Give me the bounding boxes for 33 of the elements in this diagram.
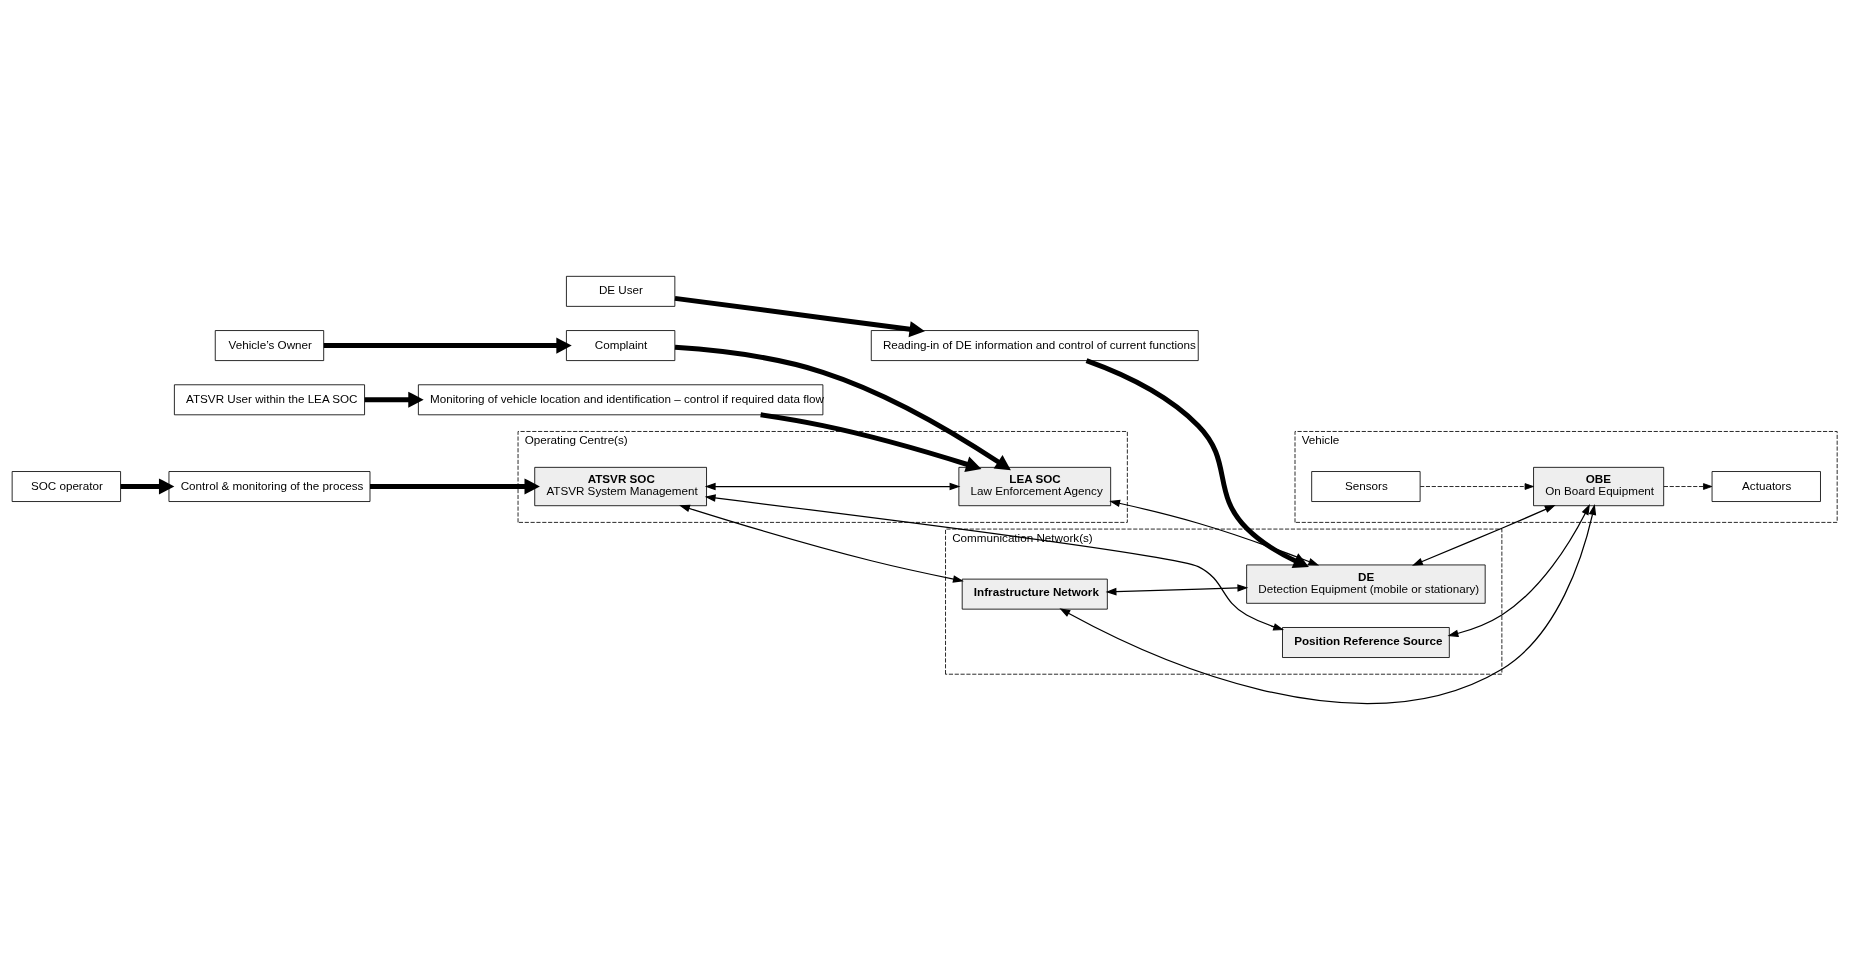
arrow <box>323 337 572 354</box>
node-box: SOC operator <box>11 470 121 502</box>
arrow <box>704 493 1285 630</box>
arrow <box>1663 482 1713 490</box>
arrow <box>1447 503 1590 637</box>
arrow <box>120 477 175 495</box>
node-box: OBE On Board Equipment <box>1533 466 1665 506</box>
arrow <box>1109 499 1320 566</box>
arrow <box>1059 503 1597 704</box>
arrow <box>364 391 424 408</box>
arrow <box>704 482 961 490</box>
arrow <box>1085 357 1309 568</box>
node-box: Reading-in of DE information and control of current functions <box>870 329 1199 361</box>
node-box: ATSVR User within the LEA SOC <box>173 383 365 415</box>
node-box: Position Reference Source <box>1282 626 1450 658</box>
arrow <box>679 504 964 583</box>
node-box: Control & monitoring of the process <box>168 470 371 502</box>
node-box: Vehicle’s Owner <box>214 329 325 361</box>
arrow <box>674 295 925 337</box>
arrow <box>674 344 1011 470</box>
node-box: Monitoring of vehicle location and identification – control if required data flow <box>417 383 824 415</box>
arrow <box>370 477 540 495</box>
node-box: Actuators <box>1711 470 1821 502</box>
node-box: LEA SOC Law Enforcement Agency <box>958 466 1112 506</box>
node-box: ATSVR SOC ATSVR System Management <box>534 466 707 506</box>
arrow <box>1411 504 1556 566</box>
node-box: Sensors <box>1311 470 1421 502</box>
arrow <box>1419 482 1534 490</box>
arrow <box>1105 583 1249 595</box>
node-box: Infrastructure Network <box>961 578 1108 610</box>
node-box: DE User <box>566 275 676 307</box>
node-box: Complaint <box>566 329 676 361</box>
node-box: DE Detection Equipment (mobile or stationary) <box>1246 564 1486 604</box>
